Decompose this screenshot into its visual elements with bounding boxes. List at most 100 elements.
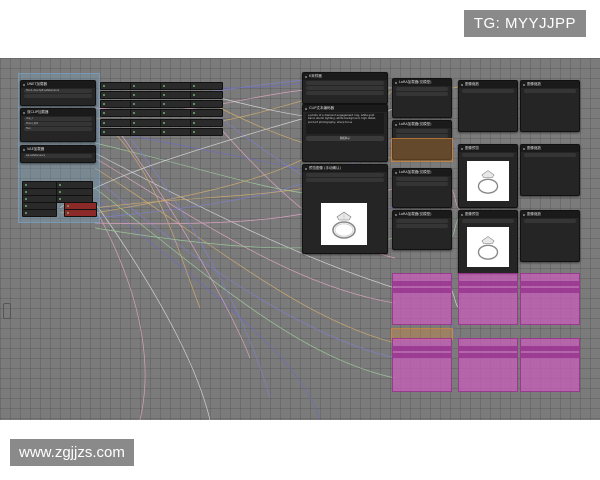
- scale-input-node[interactable]: [22, 209, 57, 217]
- reroute-node[interactable]: [130, 100, 163, 108]
- reroute-node[interactable]: [160, 91, 193, 99]
- diamond-ring-icon: [332, 211, 356, 239]
- ring-output-image: [467, 161, 509, 201]
- image-scale-node-2[interactable]: 图像缩放: [520, 80, 580, 132]
- reroute-node[interactable]: [130, 91, 163, 99]
- node-title: 图像预览: [459, 145, 517, 152]
- sampler-node[interactable]: K采样器: [302, 72, 388, 104]
- highlight-group: [391, 138, 453, 162]
- ring-output-image: [467, 227, 509, 267]
- scale-field[interactable]: [524, 219, 576, 223]
- randomize-seed-button[interactable]: 随机种子: [306, 136, 384, 141]
- filename-field[interactable]: [306, 178, 384, 182]
- image-field[interactable]: [462, 153, 514, 157]
- bypassed-node[interactable]: [392, 338, 452, 392]
- lora-loader-node-2[interactable]: LoRA加载器(仅模型): [392, 120, 452, 160]
- node-title: 图像缩放: [521, 145, 579, 152]
- vae-name-field[interactable]: ae.safetensors: [24, 154, 92, 158]
- node-title: UNET加载器: [21, 81, 95, 88]
- reroute-node[interactable]: [100, 100, 133, 108]
- clip-type-field[interactable]: flux: [24, 127, 92, 131]
- reroute-node[interactable]: [190, 109, 223, 117]
- weight-dtype-field[interactable]: [24, 94, 92, 98]
- clip-name2-field[interactable]: t5xxl_fp8: [24, 122, 92, 126]
- preview-image-node[interactable]: 预览图像 (手动确认): [302, 164, 388, 254]
- bypassed-node[interactable]: [520, 338, 580, 392]
- scale-field[interactable]: [462, 89, 514, 93]
- node-title: LoRA加载器(仅模型): [393, 121, 451, 128]
- image-scale-node-1[interactable]: 图像缩放: [458, 80, 518, 132]
- scale-field[interactable]: [524, 153, 576, 157]
- reroute-node[interactable]: [100, 91, 133, 99]
- lora-loader-node-1[interactable]: LoRA加载器(仅模型): [392, 78, 452, 118]
- node-title: 预览图像 (手动确认): [303, 165, 387, 172]
- node-title: LoRA加载器(仅模型): [393, 211, 451, 218]
- lora-name-field[interactable]: [396, 177, 448, 181]
- image-preview-node-2[interactable]: 图像预览: [458, 210, 518, 274]
- lora-loader-node-4[interactable]: LoRA加载器(仅模型): [392, 210, 452, 250]
- image-preview-node-1[interactable]: 图像预览: [458, 144, 518, 208]
- canvas-toolbar[interactable]: [3, 303, 11, 319]
- diamond-ring-icon: [477, 170, 499, 194]
- node-title: 图像预览: [459, 211, 517, 218]
- node-title: LoRA加载器(仅模型): [393, 169, 451, 176]
- reroute-node[interactable]: [190, 91, 223, 99]
- node-title: CLIP文本编码器: [303, 105, 387, 112]
- lora-name-field[interactable]: [396, 129, 448, 133]
- reroute-node[interactable]: [130, 128, 163, 136]
- reroute-node[interactable]: [100, 119, 133, 127]
- bypass-node-2[interactable]: [64, 209, 97, 217]
- vae-loader-node[interactable]: VAE加载器 ae.safetensors: [20, 145, 96, 163]
- ring-preview-image: [321, 203, 367, 245]
- seed-field[interactable]: [306, 81, 384, 85]
- dual-clip-loader-node[interactable]: 双CLIP加载器 clip_l t5xxl_fp8 flux: [20, 108, 96, 142]
- reroute-node[interactable]: [160, 100, 193, 108]
- strength-field[interactable]: [396, 92, 448, 96]
- reroute-node[interactable]: [190, 119, 223, 127]
- strength-field[interactable]: [396, 182, 448, 186]
- diamond-ring-icon: [477, 236, 499, 260]
- node-title: 图像缩放: [521, 211, 579, 218]
- strength-field[interactable]: [396, 134, 448, 138]
- reroute-node[interactable]: [160, 109, 193, 117]
- reroute-node[interactable]: [130, 119, 163, 127]
- reroute-node[interactable]: [130, 109, 163, 117]
- reroute-node[interactable]: [160, 119, 193, 127]
- image-scale-node-4[interactable]: 图像缩放: [520, 210, 580, 262]
- bypassed-node[interactable]: [392, 273, 452, 325]
- prompt-textarea[interactable]: a photo of a diamond engagement ring, wh…: [306, 113, 384, 134]
- reroute-node[interactable]: [190, 128, 223, 136]
- node-title: VAE加载器: [21, 146, 95, 153]
- reroute-node[interactable]: [190, 82, 223, 90]
- strength-field[interactable]: [396, 224, 448, 228]
- reroute-node[interactable]: [160, 82, 193, 90]
- lora-name-field[interactable]: [396, 219, 448, 223]
- image-field[interactable]: [462, 219, 514, 223]
- node-title: 图像缩放: [459, 81, 517, 88]
- bypassed-node[interactable]: [458, 273, 518, 325]
- cfg-field[interactable]: [306, 91, 384, 95]
- lora-loader-node-3[interactable]: LoRA加载器(仅模型): [392, 168, 452, 208]
- unet-name-field[interactable]: flux1-dev-fp8.safetensors: [24, 89, 92, 93]
- prompt-node[interactable]: CLIP文本编码器 a photo of a diamond engagemen…: [302, 104, 388, 162]
- node-graph-canvas[interactable]: UNET加载器 flux1-dev-fp8.safetensors 双CLIP加…: [0, 58, 600, 420]
- reroute-node[interactable]: [100, 128, 133, 136]
- clip-name1-field[interactable]: clip_l: [24, 117, 92, 121]
- scale-field[interactable]: [524, 89, 576, 93]
- reroute-node[interactable]: [100, 109, 133, 117]
- image-scale-node-3[interactable]: 图像缩放: [520, 144, 580, 196]
- lora-name-field[interactable]: [396, 87, 448, 91]
- node-title: 图像缩放: [521, 81, 579, 88]
- bypassed-node[interactable]: [520, 273, 580, 325]
- steps-field[interactable]: [306, 86, 384, 90]
- reroute-node[interactable]: [100, 82, 133, 90]
- unet-loader-node[interactable]: UNET加载器 flux1-dev-fp8.safetensors: [20, 80, 96, 106]
- reroute-node[interactable]: [130, 82, 163, 90]
- reroute-node[interactable]: [190, 100, 223, 108]
- node-title: LoRA加载器(仅模型): [393, 79, 451, 86]
- reroute-node[interactable]: [160, 128, 193, 136]
- bypassed-node[interactable]: [458, 338, 518, 392]
- watermark-bottom: www.zgjjzs.com: [10, 439, 134, 466]
- image-field[interactable]: [306, 173, 384, 177]
- node-title: 双CLIP加载器: [21, 109, 95, 116]
